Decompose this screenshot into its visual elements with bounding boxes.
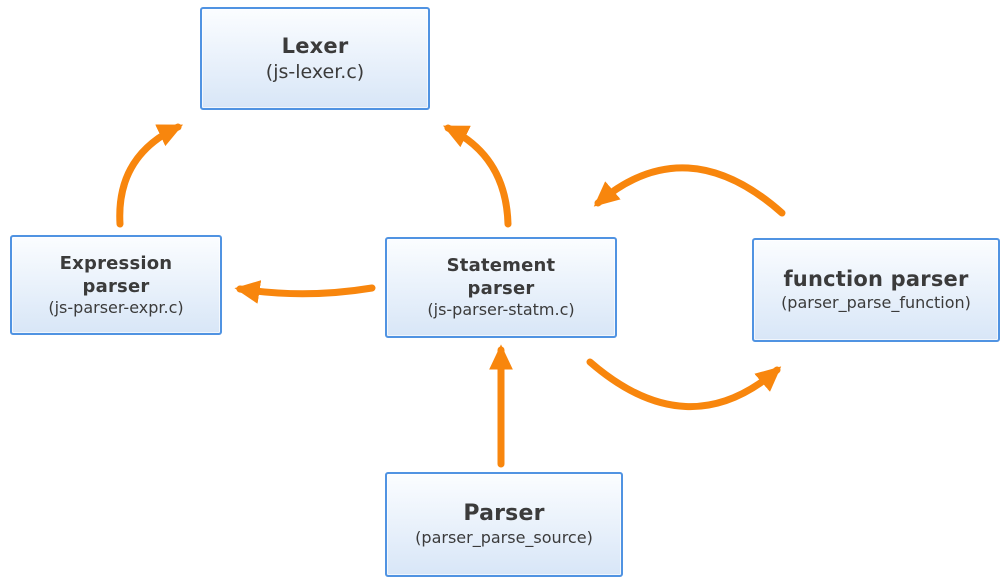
node-expression-parser: Expression parser (js-parser-expr.c) — [10, 235, 222, 335]
node-statement-parser: Statement parser (js-parser-statm.c) — [385, 237, 617, 338]
node-function-parser-title: function parser — [783, 267, 969, 292]
node-parser-title: Parser — [463, 501, 545, 527]
node-lexer-title: Lexer — [281, 33, 349, 58]
node-expression-parser-subtitle: (js-parser-expr.c) — [48, 297, 184, 317]
node-function-parser-subtitle: (parser_parse_function) — [781, 293, 971, 313]
edge-function-parser-to-statement-parser — [593, 164, 786, 217]
node-expression-parser-title: Expression parser — [59, 252, 173, 297]
node-statement-parser-subtitle: (js-parser-statm.c) — [427, 300, 575, 320]
node-statement-parser-title: Statement parser — [446, 255, 556, 300]
edge-statement-parser-to-lexer — [442, 124, 512, 228]
node-lexer-subtitle: (js-lexer.c) — [265, 60, 365, 83]
node-parser: Parser (parser_parse_source) — [385, 472, 623, 577]
node-lexer: Lexer (js-lexer.c) — [200, 7, 430, 110]
edge-statement-parser-to-expression-parser — [234, 280, 376, 304]
edge-expression-parser-to-lexer — [116, 123, 184, 228]
node-function-parser: function parser (parser_parse_function) — [752, 238, 1000, 342]
node-parser-subtitle: (parser_parse_source) — [415, 528, 593, 548]
edge-statement-parser-to-function-parser — [586, 358, 782, 410]
